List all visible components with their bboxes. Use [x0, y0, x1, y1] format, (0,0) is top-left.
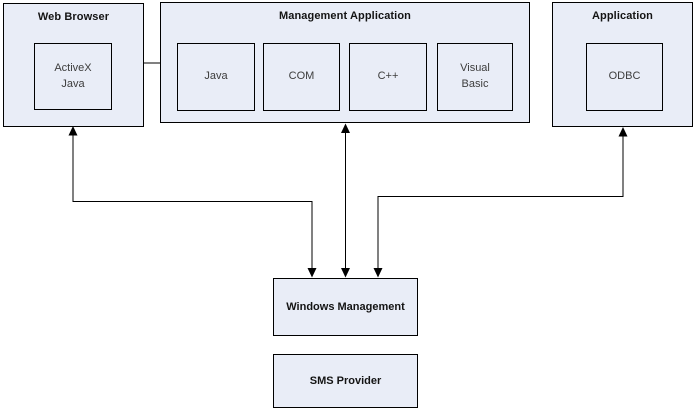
arrowhead-up-web-browser — [68, 126, 78, 136]
arrowhead-up-management-application — [341, 123, 350, 133]
windows-management-box: Windows Management — [273, 278, 418, 336]
management-application-title: Management Application — [279, 10, 411, 22]
web-browser-title: Web Browser — [37, 11, 110, 23]
sms-provider-box: SMS Provider — [273, 354, 418, 408]
activex-java-label: ActiveX Java — [54, 61, 92, 90]
web-browser-box: Web Browser ActiveX Java — [3, 3, 144, 127]
arrow-application-windows-management — [373, 127, 628, 278]
visual-basic-box: Visual Basic — [437, 43, 513, 111]
visual-basic-label: Visual Basic — [460, 62, 490, 90]
arrowhead-down-windows-management-center — [341, 268, 350, 278]
java-label: Java — [204, 70, 228, 83]
activex-java-box: ActiveX Java — [34, 43, 112, 110]
odbc-label: ODBC — [608, 70, 641, 83]
arrow-web-browser-windows-management — [68, 126, 317, 278]
application-title: Application — [592, 10, 653, 22]
arrowhead-down-windows-management-right — [373, 268, 383, 278]
cpp-label: C++ — [377, 70, 399, 83]
odbc-box: ODBC — [586, 43, 663, 111]
arrowhead-down-windows-management-left — [307, 268, 317, 278]
windows-management-title: Windows Management — [286, 301, 405, 313]
application-box: Application ODBC — [552, 2, 693, 127]
management-application-box: Management Application Java COM C++ Visu… — [160, 2, 530, 123]
java-box: Java — [177, 43, 255, 111]
com-box: COM — [263, 43, 340, 111]
com-label: COM — [288, 70, 315, 83]
arrowhead-up-application — [618, 127, 628, 137]
arrow-management-application-windows-management — [341, 123, 350, 278]
sms-provider-title: SMS Provider — [309, 375, 382, 387]
cpp-box: C++ — [349, 43, 427, 111]
